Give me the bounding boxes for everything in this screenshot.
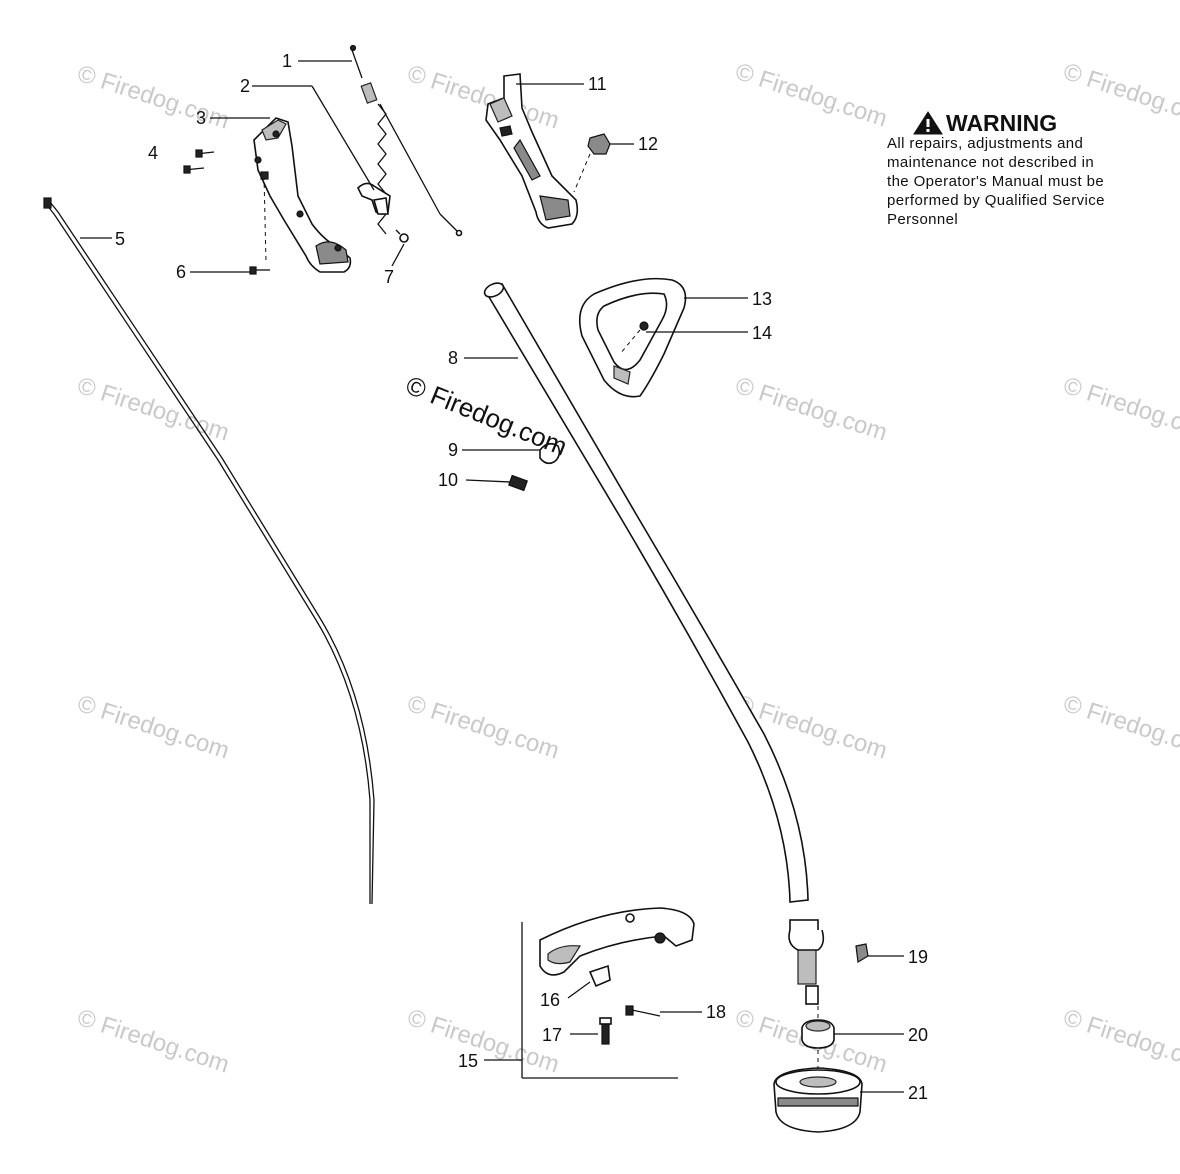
callout-16: 16 <box>540 990 560 1010</box>
warning-triangle-icon <box>913 111 943 135</box>
part-loop-handle <box>578 277 687 398</box>
warning-block: WARNING All repairs, adjustments and mai… <box>887 110 1105 228</box>
part-screw-18 <box>625 1005 661 1017</box>
part-screw-10 <box>508 474 528 492</box>
watermark: © Firedog.com <box>1060 690 1180 764</box>
warning-line: maintenance not described in <box>887 154 1094 171</box>
part-knob-12 <box>573 133 611 193</box>
callout-14: 14 <box>752 323 772 343</box>
leader-lines <box>80 60 904 1093</box>
part-guard-assembly-15 <box>521 922 678 1079</box>
callout-6: 6 <box>176 262 186 282</box>
watermark: © Firedog.com <box>74 60 232 134</box>
watermark: © Firedog.com <box>1060 372 1180 446</box>
warning-line: All repairs, adjustments and <box>887 135 1083 152</box>
part-shaft-tube <box>483 282 825 1005</box>
watermark: © Firedog.com <box>74 1004 232 1078</box>
watermark: © Firedog.com <box>404 690 562 764</box>
watermark: © Firedog.com <box>1060 58 1180 132</box>
part-screw-17 <box>599 1017 612 1045</box>
callout-8: 8 <box>448 348 458 368</box>
part-clip-7 <box>395 229 409 243</box>
callout-4: 4 <box>148 143 158 163</box>
callout-3: 3 <box>196 108 206 128</box>
part-trimmer-head-21 <box>773 1067 863 1133</box>
part-guard-16 <box>539 907 695 988</box>
callout-2: 2 <box>240 76 250 96</box>
callout-11: 11 <box>588 74 607 94</box>
part-clamp-9 <box>539 442 561 465</box>
callout-13: 13 <box>752 289 772 309</box>
callout-10: 10 <box>438 470 458 490</box>
callout-9: 9 <box>448 440 458 460</box>
part-switch-housing <box>485 73 579 229</box>
callout-18: 18 <box>706 1002 726 1022</box>
warning-line: the Operator's Manual must be <box>887 173 1104 190</box>
part-throttle-trigger <box>357 182 391 215</box>
callout-12: 12 <box>638 134 658 154</box>
callout-15: 15 <box>458 1051 478 1071</box>
part-screws-4 <box>183 149 215 174</box>
part-handle-housing <box>253 117 352 273</box>
watermark: © Firedog.com <box>732 58 890 132</box>
watermark: © Firedog.com <box>74 690 232 764</box>
watermark: © Firedog.com <box>732 372 890 446</box>
watermark: © Firedog.com <box>404 60 562 134</box>
watermark: © Firedog.com <box>74 372 232 446</box>
watermark: © Firedog.com <box>1060 1004 1180 1078</box>
callout-21: 21 <box>908 1083 928 1103</box>
callout-17: 17 <box>542 1025 562 1045</box>
warning-line: Personnel <box>887 211 958 228</box>
warning-title: WARNING <box>946 110 1057 136</box>
warning-line: performed by Qualified Service <box>887 192 1105 209</box>
callout-numbers: 1 2 3 4 5 6 7 8 9 10 11 12 13 14 15 16 1… <box>115 51 928 1103</box>
part-drive-shaft <box>43 197 375 905</box>
part-nut-20 <box>801 1006 835 1070</box>
callout-1: 1 <box>282 51 292 71</box>
part-wing-nut-19 <box>855 943 869 963</box>
callout-5: 5 <box>115 229 125 249</box>
callout-19: 19 <box>908 947 928 967</box>
watermark: © Firedog.com <box>404 1004 562 1078</box>
callout-7: 7 <box>384 267 394 287</box>
callout-20: 20 <box>908 1025 928 1045</box>
part-screw-6 <box>249 171 270 275</box>
